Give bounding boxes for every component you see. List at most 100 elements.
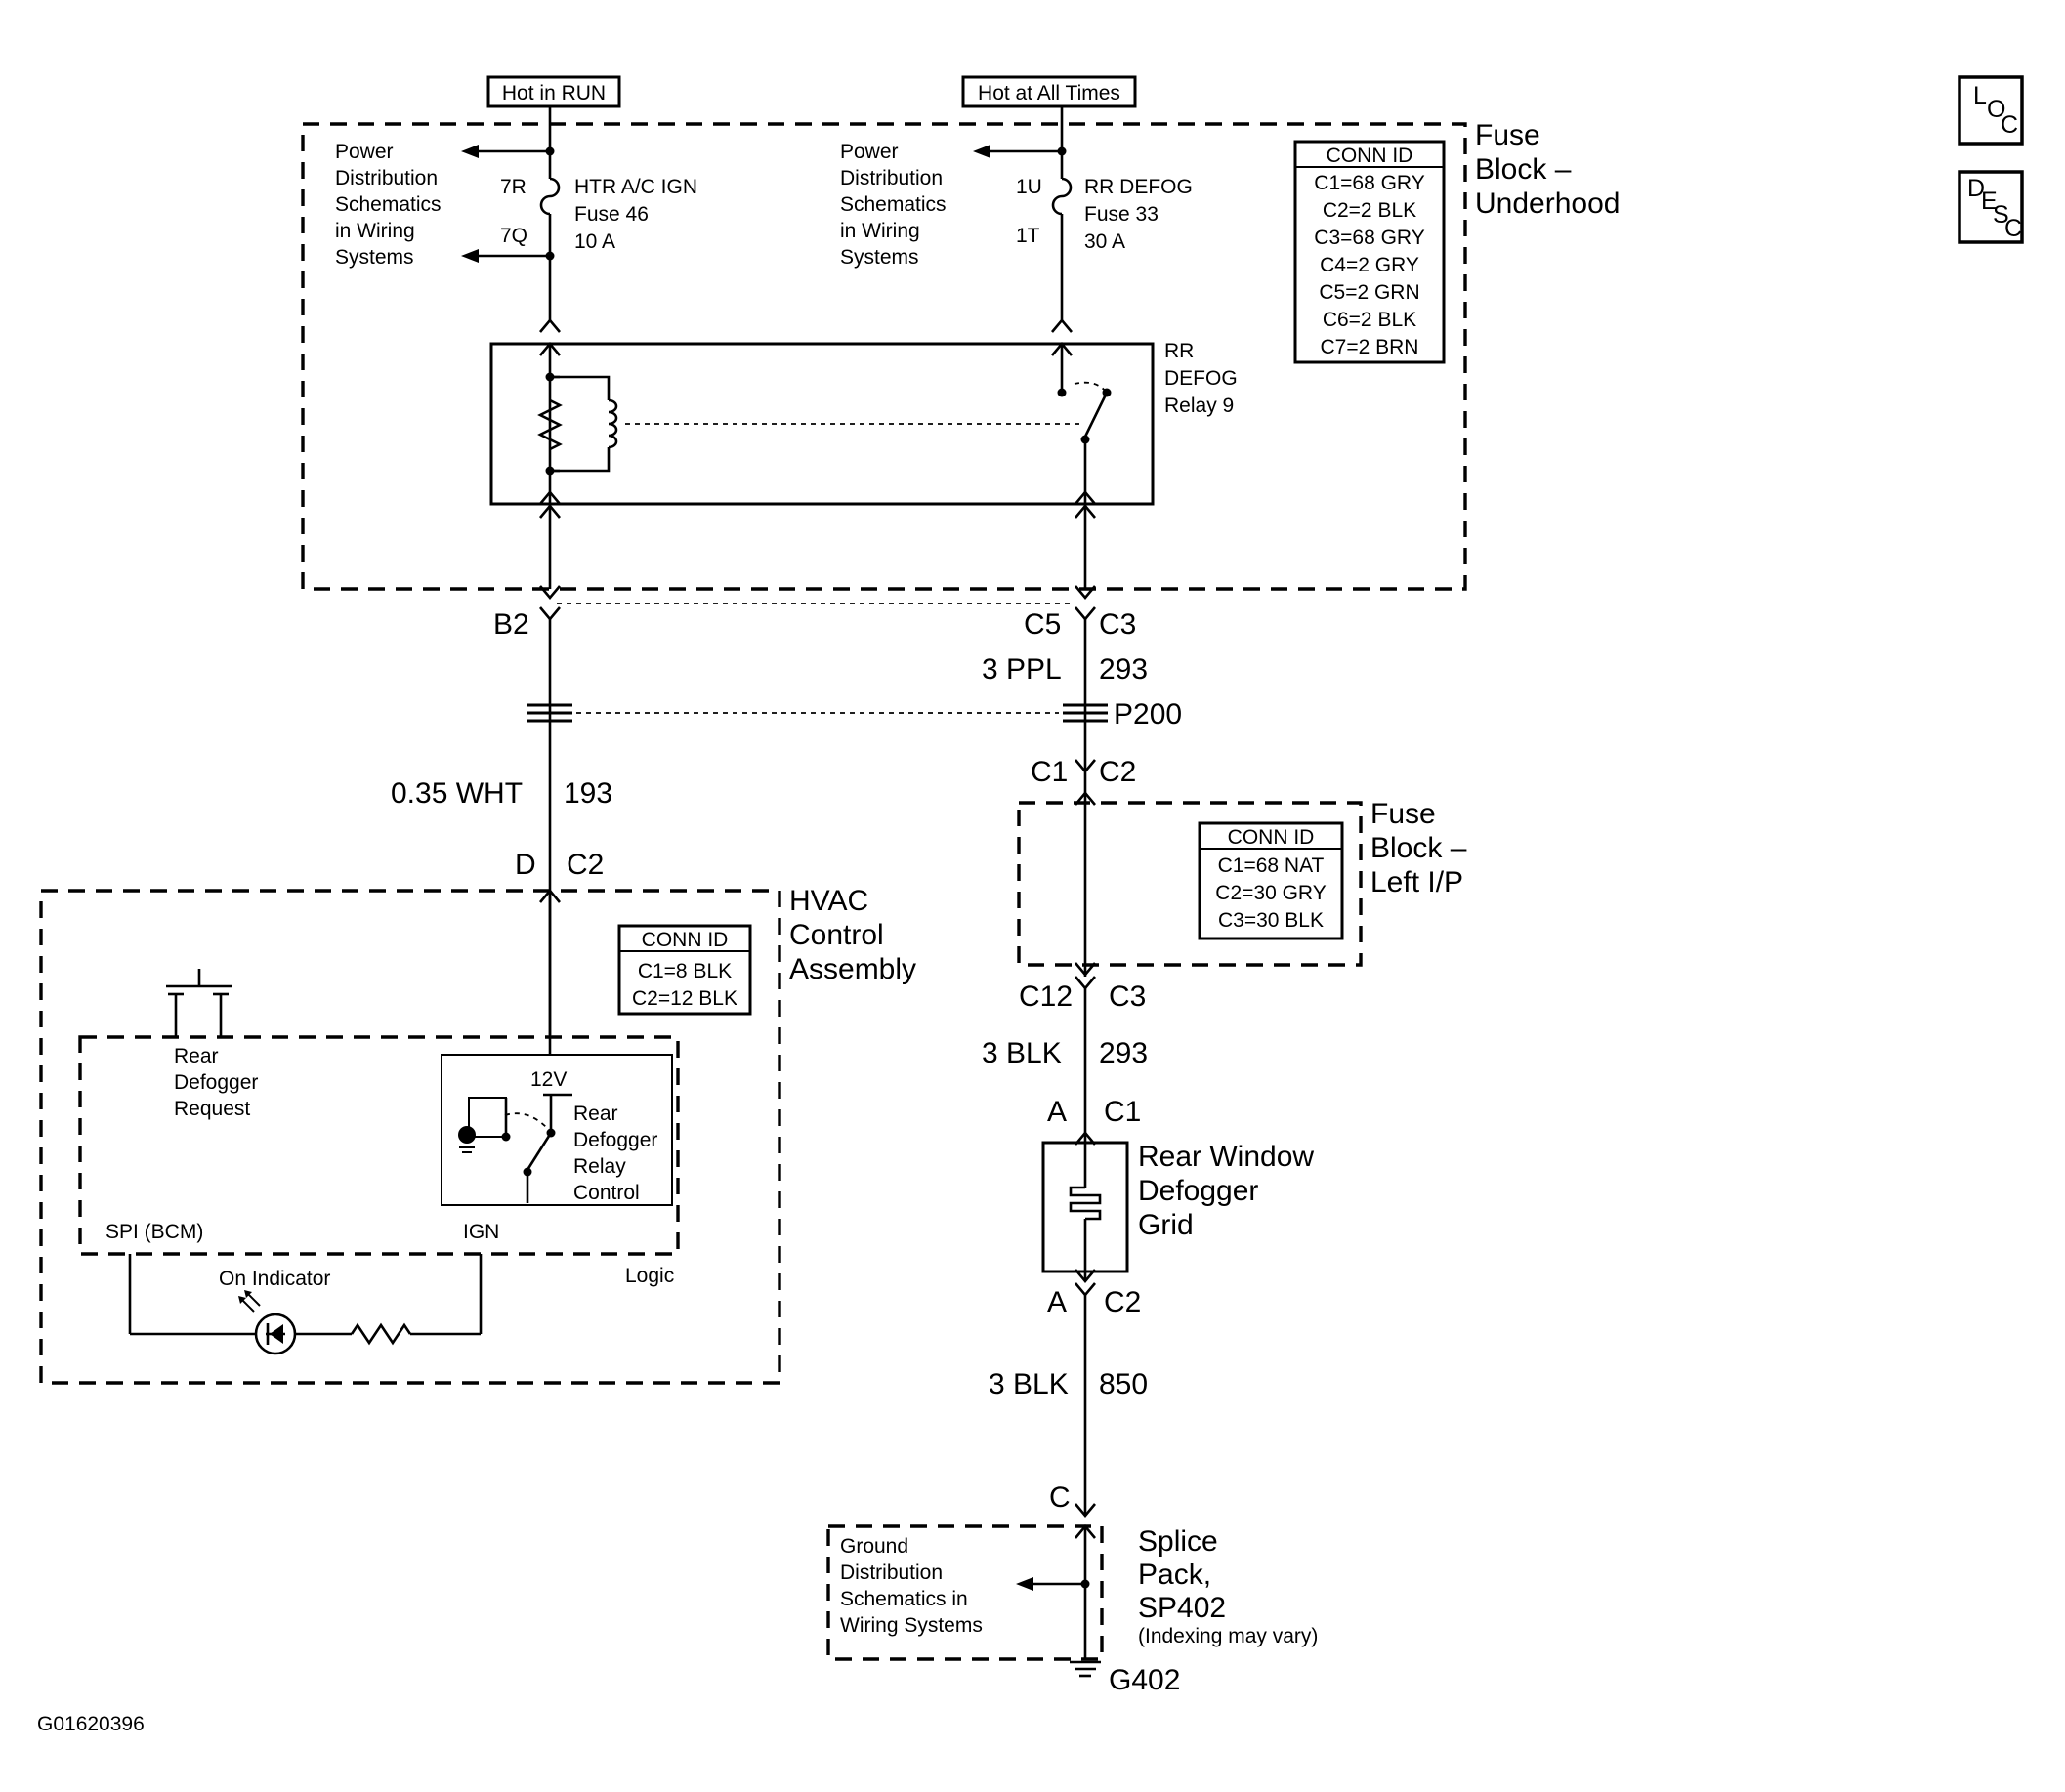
fuse-block-left-ip-boundary — [1017, 801, 1363, 967]
conn-id-row: C5=2 GRN — [1319, 281, 1419, 304]
svg-text:Power: Power — [840, 141, 899, 163]
svg-text:Defogger: Defogger — [1138, 1175, 1258, 1207]
connector-c2-hvac: C2 — [567, 849, 604, 881]
connector-b2: B2 — [493, 608, 529, 641]
desc-button[interactable]: D E S C — [1958, 170, 2024, 244]
conn-id-row: C3=68 GRY — [1314, 227, 1424, 249]
ground-symbol-g402 — [1070, 1660, 1101, 1678]
svg-text:Wiring Systems: Wiring Systems — [840, 1614, 983, 1637]
connector-c3-ip: C3 — [1109, 980, 1146, 1013]
conn-id-title: CONN ID — [642, 929, 729, 951]
svg-text:Block –: Block – — [1370, 832, 1467, 864]
connector-c3-top: C3 — [1099, 608, 1136, 641]
svg-text:Power: Power — [335, 141, 394, 163]
connector-p200: P200 — [1114, 698, 1182, 730]
wire-3-blk-label-b: 3 BLK — [989, 1368, 1069, 1400]
hot-in-run-label: Hot in RUN — [502, 82, 606, 104]
wire-850-label: 850 — [1099, 1368, 1148, 1400]
svg-text:Rear: Rear — [573, 1103, 618, 1125]
fuse-block-left-ip-title: Fuse Block – Left I/P — [1370, 798, 1467, 898]
spi-bcm-label: SPI (BCM) — [105, 1221, 203, 1243]
pin-1t: 1T — [1016, 225, 1040, 247]
conn-id-row: C7=2 BRN — [1321, 336, 1419, 358]
svg-text:Distribution: Distribution — [840, 167, 943, 189]
connector-c2-grid: C2 — [1104, 1286, 1141, 1318]
svg-text:Ground: Ground — [840, 1535, 908, 1558]
loc-button[interactable]: L O C — [1958, 75, 2024, 146]
conn-id-row: C1=68 GRY — [1314, 172, 1424, 194]
connector-c5: C5 — [1024, 608, 1061, 641]
hvac-control-assembly-boundary — [39, 889, 781, 1385]
ign-label: IGN — [463, 1221, 499, 1243]
svg-text:L: L — [1973, 82, 1987, 109]
conn-id-row: C1=8 BLK — [638, 960, 732, 982]
connector-c2-ip: C2 — [1099, 756, 1136, 788]
rr-defog-relay-9 — [489, 341, 1155, 506]
svg-text:Relay: Relay — [573, 1155, 626, 1178]
svg-text:E: E — [1981, 188, 1998, 215]
rear-defogger-relay-control — [458, 1093, 572, 1203]
connector-a-top: A — [1047, 1096, 1067, 1128]
svg-text:SP402: SP402 — [1138, 1592, 1226, 1624]
wire-293-label-b: 293 — [1099, 1037, 1148, 1069]
svg-text:RR: RR — [1164, 340, 1194, 362]
svg-text:30 A: 30 A — [1084, 230, 1125, 253]
conn-id-title: CONN ID — [1327, 145, 1413, 167]
svg-text:RR DEFOG: RR DEFOG — [1084, 176, 1193, 198]
fuse-46-label: HTR A/C IGN Fuse 46 10 A — [574, 176, 697, 253]
svg-text:Relay 9: Relay 9 — [1164, 395, 1234, 417]
wire-293-label-a: 293 — [1099, 653, 1148, 686]
svg-text:in Wiring: in Wiring — [840, 220, 920, 242]
svg-text:Control: Control — [789, 919, 884, 951]
connector-d: D — [515, 849, 536, 881]
pin-1u: 1U — [1016, 176, 1042, 198]
svg-text:Rear Window: Rear Window — [1138, 1141, 1314, 1173]
ground-distribution-label: Ground Distribution Schematics in Wiring… — [840, 1535, 983, 1637]
svg-text:Systems: Systems — [840, 246, 919, 269]
p200-connector-left — [527, 703, 572, 723]
wire-3-blk-label-a: 3 BLK — [982, 1037, 1062, 1069]
svg-text:Defogger: Defogger — [573, 1129, 657, 1151]
svg-text:C: C — [2001, 111, 2018, 139]
wire-193-label: 193 — [564, 777, 612, 810]
fuse-33-label: RR DEFOG Fuse 33 30 A — [1084, 176, 1193, 253]
conn-id-row: C2=2 BLK — [1323, 199, 1416, 222]
voltage-12v: 12V — [530, 1068, 567, 1091]
on-indicator-label: On Indicator — [219, 1268, 330, 1290]
fuse-block-underhood-boundary — [301, 122, 1467, 591]
svg-text:D: D — [1967, 175, 1985, 202]
svg-text:in Wiring: in Wiring — [335, 220, 415, 242]
conn-id-row: C6=2 BLK — [1323, 309, 1416, 331]
svg-text:Defogger: Defogger — [174, 1071, 258, 1094]
indexing-note: (Indexing may vary) — [1138, 1625, 1318, 1647]
svg-text:Distribution: Distribution — [335, 167, 438, 189]
connector-c-splice: C — [1049, 1481, 1071, 1514]
p200-connector-right — [1063, 703, 1108, 723]
svg-text:Control: Control — [573, 1182, 640, 1204]
conn-id-title: CONN ID — [1228, 826, 1315, 849]
connector-c1-grid: C1 — [1104, 1096, 1141, 1128]
connector-a-bottom: A — [1047, 1286, 1067, 1318]
relay-9-label: RR DEFOG Relay 9 — [1164, 340, 1238, 417]
svg-text:O: O — [1987, 96, 2005, 123]
rear-window-defogger-grid — [1041, 1130, 1129, 1284]
rear-defogger-request-switch — [166, 969, 232, 1037]
svg-text:Assembly: Assembly — [789, 953, 916, 985]
on-indicator-circuit — [128, 1254, 483, 1355]
connector-c1-ip: C1 — [1031, 756, 1068, 788]
logic-label: Logic — [625, 1265, 674, 1287]
wire-0-35-wht-label: 0.35 WHT — [391, 777, 523, 810]
svg-text:Pack,: Pack, — [1138, 1559, 1211, 1591]
svg-text:Distribution: Distribution — [840, 1562, 943, 1584]
conn-id-row: C2=30 GRY — [1215, 882, 1326, 904]
rr-defog-fuse-33 — [973, 106, 1073, 333]
svg-text:DEFOG: DEFOG — [1164, 367, 1238, 390]
relay-control-label: Rear Defogger Relay Control — [573, 1103, 657, 1204]
svg-text:Schematics: Schematics — [840, 193, 947, 216]
conn-id-row: C4=2 GRY — [1320, 254, 1419, 276]
conn-id-row: C3=30 BLK — [1218, 909, 1324, 932]
svg-text:Fuse: Fuse — [1370, 798, 1436, 830]
hvac-control-assembly-title: HVAC Control Assembly — [789, 885, 916, 985]
svg-text:Underhood: Underhood — [1475, 188, 1620, 220]
